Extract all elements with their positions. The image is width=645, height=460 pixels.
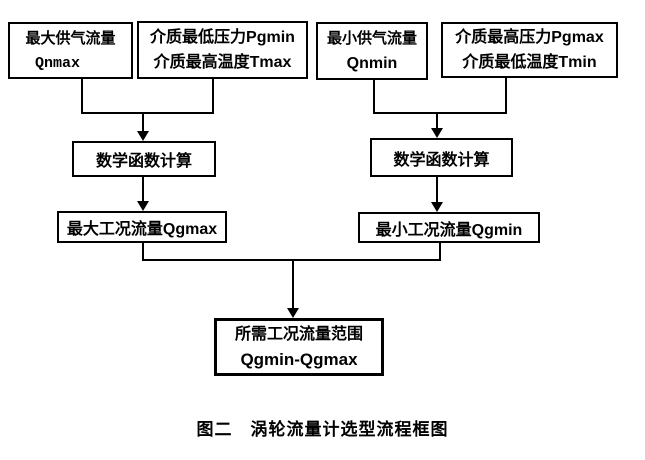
math-calc-right-label: 数学函数计算 [393, 151, 490, 169]
box-min-supply-flow-symbol: Qnmin [346, 55, 398, 72]
box-max-working-flow: 最大工况流量Qgmax [57, 211, 227, 243]
arrow-down-icon [431, 202, 443, 212]
arrow-down-icon [431, 128, 443, 138]
media-min-pressure-label: 介质最低压力Pgmin [150, 29, 295, 46]
arrow-down-icon [287, 308, 299, 318]
media-max-temp-label: 介质最高温度Tmax [153, 54, 292, 71]
figure-caption: 图二 涡轮流量计选型流程框图 [196, 420, 449, 439]
arrow-down-icon [137, 131, 149, 141]
box-media-min-pressure-max-temp: 介质最低压力Pgmin 介质最高温度Tmax [137, 21, 308, 79]
box-math-calc-right: 数学函数计算 [370, 138, 513, 177]
box-max-supply-flow-symbol: Qnmax [35, 54, 81, 72]
media-min-temp-label: 介质最低温度Tmin [462, 54, 597, 71]
required-flow-range-symbol: Qgmin-Qgmax [240, 350, 358, 369]
box-math-calc-left: 数学函数计算 [72, 141, 216, 177]
min-working-flow-label: 最小工况流量Qgmin [375, 221, 523, 239]
box-required-flow-range: 所需工况流量范围 Qgmin-Qgmax [214, 318, 384, 376]
box-min-supply-flow: 最小供气流量 Qnmin [316, 22, 428, 80]
box-max-supply-flow-label: 最大供气流量 [25, 29, 116, 47]
media-max-pressure-label: 介质最高压力Pgmax [455, 29, 604, 46]
arrow-down-icon [137, 201, 149, 211]
box-max-supply-flow: 最大供气流量 Qnmax [8, 22, 133, 79]
box-min-working-flow: 最小工况流量Qgmin [358, 212, 540, 243]
required-flow-range-label: 所需工况流量范围 [234, 326, 363, 343]
max-working-flow-label: 最大工况流量Qgmax [66, 221, 218, 238]
math-calc-left-label: 数学函数计算 [95, 153, 192, 170]
box-media-max-pressure-min-temp: 介质最高压力Pgmax 介质最低温度Tmin [441, 22, 618, 78]
box-min-supply-flow-label: 最小供气流量 [326, 30, 417, 47]
